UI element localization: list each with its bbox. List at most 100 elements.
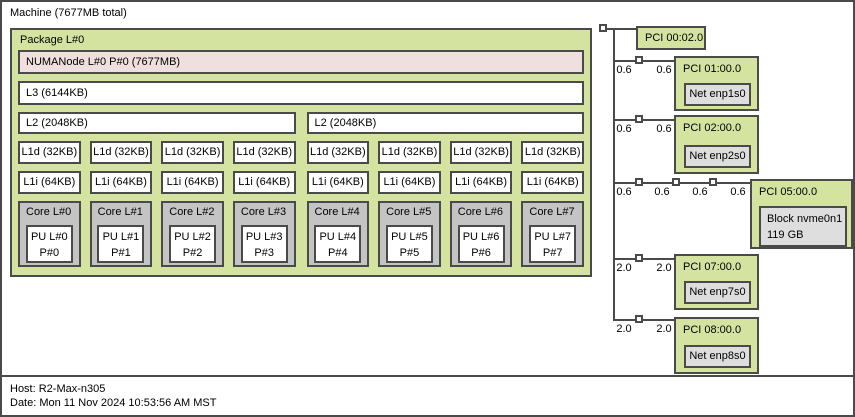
pu-box: PU L#6 P#6	[457, 225, 505, 263]
l1d-cache-box: L1d (32KB)	[378, 141, 441, 164]
pu-logical-label: PU L#2	[174, 231, 211, 243]
l2-cache-box: L2 (2048KB)	[306, 112, 584, 134]
date-line: Date: Mon 11 Nov 2024 10:53:56 AM MST	[10, 397, 217, 409]
core-label: Core L#2	[169, 206, 215, 218]
l2-cache-box: L2 (2048KB)	[18, 112, 296, 134]
pu-box: PU L#0 P#0	[25, 225, 73, 263]
core-box: Core L#0 PU L#0 P#0	[18, 201, 81, 267]
pci-link-line	[615, 119, 674, 121]
l1d-cache-box: L1d (32KB)	[18, 141, 81, 164]
package-box: Package L#0 NUMANode L#0 P#0 (7677MB) L3…	[10, 28, 592, 277]
pci-device-label: PCI 05:00.0	[759, 186, 818, 198]
pci-root-bridge-square	[599, 24, 607, 32]
l1i-cache-box: L1i (64KB)	[232, 171, 296, 194]
pci-link-line	[615, 182, 750, 184]
cores-row: Core L#0 PU L#0 P#0 Core L#1 PU L#1 P#1 …	[18, 201, 584, 267]
pci-bridge-square	[709, 178, 717, 186]
l1i-row: L1i (64KB) L1i (64KB) L1i (64KB) L1i (64…	[18, 171, 584, 194]
l1i-cache-box: L1i (64KB)	[89, 171, 153, 194]
pci-speed-label: 0.6	[616, 123, 632, 135]
pci-device-label: PCI 01:00.0	[683, 63, 742, 75]
pu-logical-label: PU L#5	[391, 231, 428, 243]
core-box: Core L#6 PU L#6 P#6	[449, 201, 513, 267]
l1i-cache-box: L1i (64KB)	[449, 171, 513, 194]
pu-physical-label: P#2	[182, 247, 203, 259]
pci-speed-label: 0.6	[656, 64, 672, 76]
block-device-size: 119 GB	[767, 229, 804, 241]
pu-logical-label: PU L#7	[534, 231, 572, 243]
core-box: Core L#3 PU L#3 P#3	[232, 201, 296, 267]
host-line: Host: R2-Max-n305	[10, 383, 106, 395]
core-label: Core L#6	[457, 206, 504, 218]
l1d-cache-box: L1d (32KB)	[161, 141, 224, 164]
net-device-box: Net enp7s0	[684, 281, 751, 304]
pci-speed-label: 0.6	[656, 123, 672, 135]
pci-device-label: PCI 00:02.0	[645, 32, 704, 44]
core-box: Core L#4 PU L#4 P#4	[306, 201, 370, 267]
pu-physical-label: P#5	[399, 247, 420, 259]
core-box: Core L#7 PU L#7 P#7	[521, 201, 584, 267]
net-device-label: Net enp8s0	[689, 350, 746, 362]
pu-logical-label: PU L#1	[102, 231, 140, 243]
l1d-cache-box: L1d (32KB)	[232, 141, 296, 164]
pu-physical-label: P#1	[111, 247, 131, 259]
block-device-box: Block nvme0n1 119 GB	[759, 206, 847, 247]
pci-speed-label: 0.6	[730, 186, 746, 198]
l2-cache-label: L2 (2048KB)	[314, 116, 377, 129]
pci-device-box: PCI 05:00.0 Block nvme0n1 119 GB	[750, 179, 853, 249]
l2-cache-label: L2 (2048KB)	[26, 116, 88, 129]
l1i-cache-box: L1i (64KB)	[378, 171, 441, 194]
net-device-box: Net enp1s0	[684, 83, 751, 106]
core-label: Core L#0	[26, 206, 72, 218]
pci-speed-label: 0.6	[616, 186, 632, 198]
net-device-label: Net enp1s0	[689, 88, 746, 100]
core-box: Core L#1 PU L#1 P#1	[89, 201, 153, 267]
core-box: Core L#2 PU L#2 P#2	[161, 201, 224, 267]
pu-logical-label: PU L#3	[245, 231, 283, 243]
l1d-cache-box: L1d (32KB)	[89, 141, 153, 164]
pu-box: PU L#7 P#7	[529, 225, 577, 263]
l1i-cache-box: L1i (64KB)	[18, 171, 81, 194]
pci-device-label: PCI 02:00.0	[683, 122, 742, 134]
pci-device-box: PCI 00:02.0	[636, 26, 706, 50]
l1d-cache-box: L1d (32KB)	[306, 141, 370, 164]
pci-link-line	[615, 60, 674, 62]
pci-device-box: PCI 01:00.0 Net enp1s0	[674, 56, 759, 111]
pu-logical-label: PU L#4	[319, 231, 357, 243]
l2-row: L2 (2048KB) L2 (2048KB)	[18, 112, 584, 134]
pci-bridge-square	[635, 178, 643, 186]
pu-physical-label: P#7	[542, 247, 563, 259]
block-device-label: Block nvme0n1	[767, 213, 843, 225]
pci-device-label: PCI 07:00.0	[683, 261, 742, 273]
net-device-box: Net enp2s0	[684, 145, 751, 168]
l3-cache-label: L3 (6144KB)	[26, 86, 88, 99]
pu-logical-label: PU L#0	[30, 231, 68, 243]
pci-device-box: PCI 08:00.0 Net enp8s0	[674, 317, 759, 374]
pci-speed-label: 2.0	[616, 323, 632, 335]
numanode-label: NUMANode L#0 P#0 (7677MB)	[26, 55, 181, 68]
pci-device-label: PCI 08:00.0	[683, 324, 742, 336]
l1i-cache-box: L1i (64KB)	[306, 171, 370, 194]
pci-speed-label: 0.6	[692, 186, 708, 198]
pci-device-box: PCI 07:00.0 Net enp7s0	[674, 254, 759, 310]
net-device-label: Net enp7s0	[689, 286, 746, 298]
pci-speed-label: 2.0	[656, 323, 672, 335]
pci-speed-label: 2.0	[616, 262, 632, 274]
pu-box: PU L#1 P#1	[97, 225, 145, 263]
l3-cache-box: L3 (6144KB)	[18, 81, 584, 105]
legend: Host: R2-Max-n305 Date: Mon 11 Nov 2024 …	[2, 375, 853, 415]
pci-link-line	[607, 28, 636, 30]
pci-bridge-square	[635, 254, 643, 262]
pci-trunk-line	[613, 29, 615, 321]
pu-physical-label: P#3	[254, 247, 274, 259]
pu-physical-label: P#0	[39, 247, 60, 259]
core-label: Core L#7	[529, 206, 575, 218]
pci-speed-label: 0.6	[654, 186, 670, 198]
pu-physical-label: P#6	[471, 247, 491, 259]
l1i-cache-box: L1i (64KB)	[161, 171, 224, 194]
net-device-box: Net enp8s0	[684, 345, 751, 368]
l1d-cache-box: L1d (32KB)	[449, 141, 513, 164]
core-label: Core L#3	[240, 206, 287, 218]
core-label: Core L#1	[97, 206, 143, 218]
pci-speed-label: 0.6	[616, 64, 632, 76]
